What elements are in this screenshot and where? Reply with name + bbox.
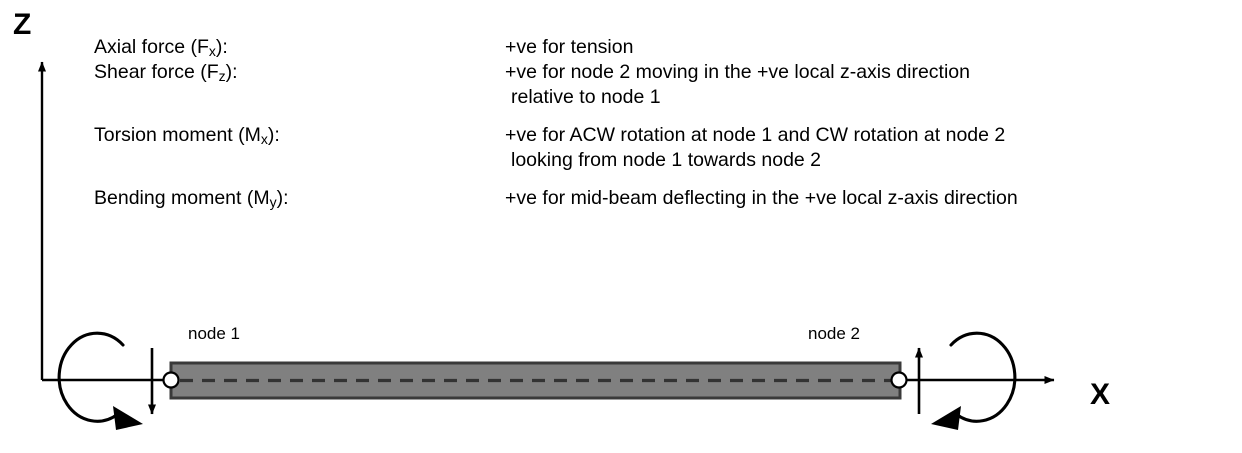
legend-subscript-shear: z: [218, 68, 226, 84]
torsion-arc-path-node-1: [57, 331, 125, 423]
legend-term-shear-force: Shear force (Fz):: [94, 61, 238, 84]
legend-desc-shear-force-line-2: relative to node 1: [511, 86, 661, 108]
legend-term-text-torsion: Torsion moment (M: [94, 124, 261, 146]
legend-subscript-bending: y: [269, 194, 277, 210]
legend-row-torsion-moment: Torsion moment (Mx): +ve for ACW rotatio…: [94, 124, 1214, 149]
legend-row-axial-force: Axial force (Fx): +ve for tension: [94, 36, 1214, 61]
beam: [169, 361, 902, 400]
legend-row-shear-force-cont: relative to node 1: [94, 86, 1214, 111]
torsion-moment-arc-node-2: [931, 331, 1017, 430]
torsion-arc-path-node-2: [949, 331, 1017, 423]
legend-desc-torsion-moment-line-1: +ve for ACW rotation at node 1 and CW ro…: [505, 124, 1006, 146]
sign-convention-legend: Axial force (Fx): +ve for tension Shear …: [94, 36, 1214, 212]
z-axis-label: Z: [13, 8, 32, 41]
torsion-arc-arrowhead-node-1: [113, 406, 143, 430]
legend-term-text-shear: Shear force (F: [94, 61, 219, 83]
legend-term-text-axial: Axial force (F: [94, 36, 209, 58]
legend-desc-torsion-moment-line-2: looking from node 1 towards node 2: [511, 149, 822, 171]
legend-row-bending-moment: Bending moment (My): +ve for mid-beam de…: [94, 187, 1214, 212]
legend-term-torsion-moment: Torsion moment (Mx):: [94, 124, 280, 147]
legend-term-tail-axial: ):: [215, 36, 228, 58]
legend-desc-bending-moment-line-1: +ve for mid-beam deflecting in the +ve l…: [505, 187, 1018, 209]
node-1-marker: [162, 371, 180, 389]
legend-row-torsion-moment-cont: looking from node 1 towards node 2: [94, 149, 1214, 174]
torsion-arc-arrowhead-node-2: [931, 406, 961, 430]
legend-term-axial-force: Axial force (Fx):: [94, 36, 228, 59]
legend-subscript-torsion: x: [260, 131, 268, 147]
legend-term-text-bending: Bending moment (M: [94, 187, 270, 209]
x-axis-label: X: [1090, 378, 1111, 411]
legend-term-bending-moment: Bending moment (My):: [94, 187, 289, 210]
legend-term-tail-torsion: ):: [267, 124, 280, 146]
torsion-moment-arc-node-1: [57, 331, 143, 430]
legend-desc-axial-force-line-1: +ve for tension: [505, 36, 634, 58]
legend-subscript-axial: x: [208, 43, 216, 59]
legend-desc-shear-force-line-1: +ve for node 2 moving in the +ve local z…: [505, 61, 971, 83]
legend-spacer-1: [94, 111, 1214, 124]
node-1-label: node 1: [188, 324, 240, 343]
legend-term-tail-shear: ):: [225, 61, 238, 83]
legend-term-tail-bending: ):: [276, 187, 289, 209]
legend-spacer-2: [94, 174, 1214, 187]
node-2-label: node 2: [808, 324, 860, 343]
legend-row-shear-force: Shear force (Fz): +ve for node 2 moving …: [94, 61, 1214, 86]
node-2-marker: [890, 371, 908, 389]
